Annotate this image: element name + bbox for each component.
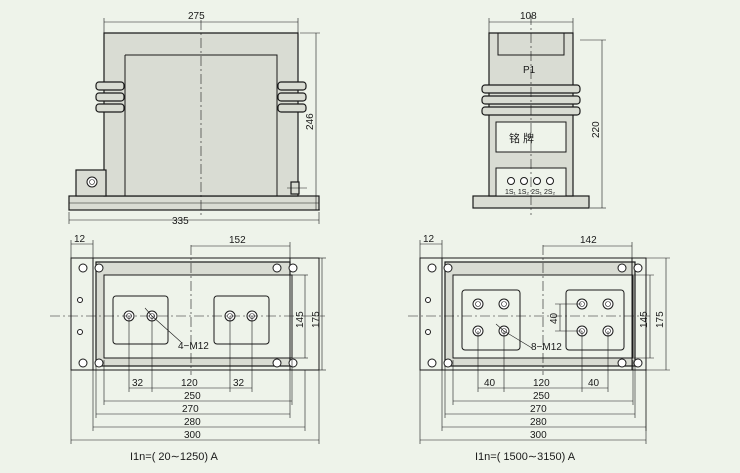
front-view: 275 246 335 [68, 11, 320, 227]
plan-view-left: 4−M12 12 152 145 175 32 120 32 250 [50, 234, 326, 463]
right-dim-175: 175 [655, 311, 666, 328]
plan-view-right: 8−M12 40 12 142 145 175 40 120 40 [408, 234, 670, 463]
right-dim-40v: 40 [549, 312, 560, 324]
right-dim-40b: 40 [588, 378, 600, 389]
right-insulator-fins [277, 81, 307, 113]
left-dim-270: 270 [182, 404, 199, 415]
side-dim-220: 220 [591, 121, 602, 138]
right-terminal-plate-p1 [461, 289, 521, 351]
nameplate-label: 铭 牌 [509, 131, 534, 145]
front-dim-335: 335 [172, 216, 189, 227]
left-terminal-plate-p2 [213, 295, 270, 345]
left-dim-32b: 32 [233, 378, 245, 389]
terminal-labels: 1S₁ 1S₂ 2S₁ 2S₂ [505, 189, 556, 196]
left-dim-120: 120 [181, 378, 198, 389]
left-dim-250: 250 [184, 391, 201, 402]
right-dim-120: 120 [533, 378, 550, 389]
right-dim-12: 12 [423, 234, 435, 245]
left-terminal-plate-p1 [112, 295, 169, 345]
left-caption: I1n=( 20∼1250) A [130, 451, 218, 463]
left-dim-145: 145 [295, 311, 306, 328]
left-dim-175: 175 [311, 311, 322, 328]
right-dim-270: 270 [530, 404, 547, 415]
front-dim-275: 275 [188, 11, 205, 22]
secondary-terminals [507, 177, 554, 185]
right-caption: I1n=( 1500∼3150) A [475, 451, 576, 463]
right-dim-40a: 40 [484, 378, 496, 389]
right-bolt-callout: 8−M12 [531, 342, 562, 353]
left-insulator-fins [95, 81, 125, 113]
side-label-p1: P1 [523, 65, 536, 76]
left-dim-152: 152 [229, 235, 246, 246]
right-dim-250: 250 [533, 391, 550, 402]
right-dim-280: 280 [530, 417, 547, 428]
front-dim-246: 246 [305, 113, 316, 130]
left-dim-300: 300 [184, 430, 201, 441]
right-dim-142: 142 [580, 235, 597, 246]
left-dim-280: 280 [184, 417, 201, 428]
left-dim-12: 12 [74, 234, 86, 245]
right-mounting-holes [427, 263, 643, 368]
grounding-bolt-icon [86, 176, 98, 188]
right-dim-300: 300 [530, 430, 547, 441]
left-bolt-callout: 4−M12 [178, 341, 209, 352]
side-view: P1 铭 牌 1S₁ 1S₂ 2S₁ 2S₂ 108 220 [472, 11, 606, 215]
left-dim-32a: 32 [132, 378, 144, 389]
left-mounting-holes [78, 263, 298, 368]
right-dim-145: 145 [639, 311, 650, 328]
side-dim-108: 108 [520, 11, 537, 22]
right-terminal-plate-p2 [565, 289, 625, 351]
